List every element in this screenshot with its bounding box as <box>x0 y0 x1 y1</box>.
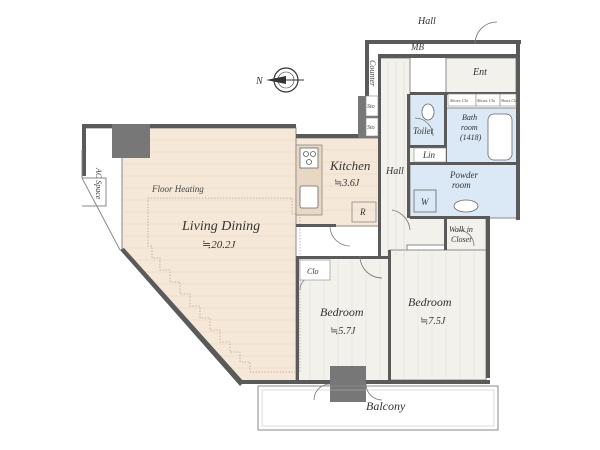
storage <box>365 117 379 137</box>
label-bath-1: Bath <box>462 113 477 122</box>
storage <box>365 95 379 117</box>
label-bedroom-1: Bedroom <box>320 305 364 319</box>
balcony-rail-inner <box>261 389 495 427</box>
label-counter: Counter <box>368 60 377 87</box>
label-mb: MB <box>410 42 424 52</box>
north-compass-icon <box>266 67 304 93</box>
label-walkin-2: Closet <box>451 235 472 244</box>
label-balcony: Balcony <box>366 399 406 413</box>
closet <box>299 259 331 281</box>
label-lin: Lin <box>422 150 436 160</box>
label-shoe-clo-3: Shoes Clo <box>501 98 517 103</box>
doors <box>299 21 498 401</box>
label-bedroom-1-area: ≒5.7J <box>330 326 356 337</box>
label-clo: Clo <box>307 267 319 276</box>
label-kitchen: Kitchen <box>329 158 370 173</box>
label-sto-1: Sto <box>367 104 375 110</box>
sink-icon <box>299 185 319 209</box>
column <box>112 124 150 158</box>
label-ent: Ent <box>472 67 487 78</box>
label-r: R <box>359 207 366 217</box>
label-sto-2: Sto <box>367 125 375 131</box>
label-powder-2: room <box>452 180 471 190</box>
linen-closet <box>413 147 447 163</box>
shoe-closet <box>499 93 517 107</box>
label-w: W <box>421 197 430 207</box>
label-shoe-clo-2: Shoes Clo <box>477 98 496 103</box>
label-bedroom-2: Bedroom <box>408 295 452 309</box>
label-hall: Hall <box>385 166 404 177</box>
washing-machine-space <box>413 189 437 213</box>
label-bath-2: room <box>461 123 478 132</box>
stove-icon <box>299 147 319 169</box>
label-shoe-clo-1: Shoes Clo <box>450 98 469 103</box>
toilet-icon <box>421 103 435 121</box>
ac-space-outline <box>82 177 107 207</box>
washbasin-icon <box>453 199 479 213</box>
ac-space-boundary <box>81 150 121 251</box>
hall-lines <box>387 62 419 256</box>
label-living-area: ≒20.2J <box>202 239 236 251</box>
label-bath-3: (1418) <box>460 133 482 142</box>
label-floor-heating: Floor Heating <box>151 184 204 194</box>
column <box>330 366 366 402</box>
label-ac-space: AC Space <box>94 167 103 200</box>
living-dining-floor <box>82 127 297 384</box>
walkin-closet-floor <box>445 217 487 251</box>
refrigerator-space <box>351 201 377 223</box>
label-bedroom-2-area: ≒7.5J <box>420 316 446 327</box>
label-kitchen-area: ≒3.6J <box>334 178 360 189</box>
bedroom2-floor <box>389 249 487 381</box>
balcony-rail <box>257 385 499 431</box>
label-walkin-1: Walk in <box>449 225 473 234</box>
label-toilet: Toilet <box>413 126 434 136</box>
label-living-dining: Living Dining <box>181 219 260 234</box>
label-powder-1: Powder <box>449 170 478 180</box>
label-north: N <box>255 76 264 87</box>
bathtub-icon <box>487 113 513 161</box>
label-hall-top: Hall <box>417 16 436 27</box>
